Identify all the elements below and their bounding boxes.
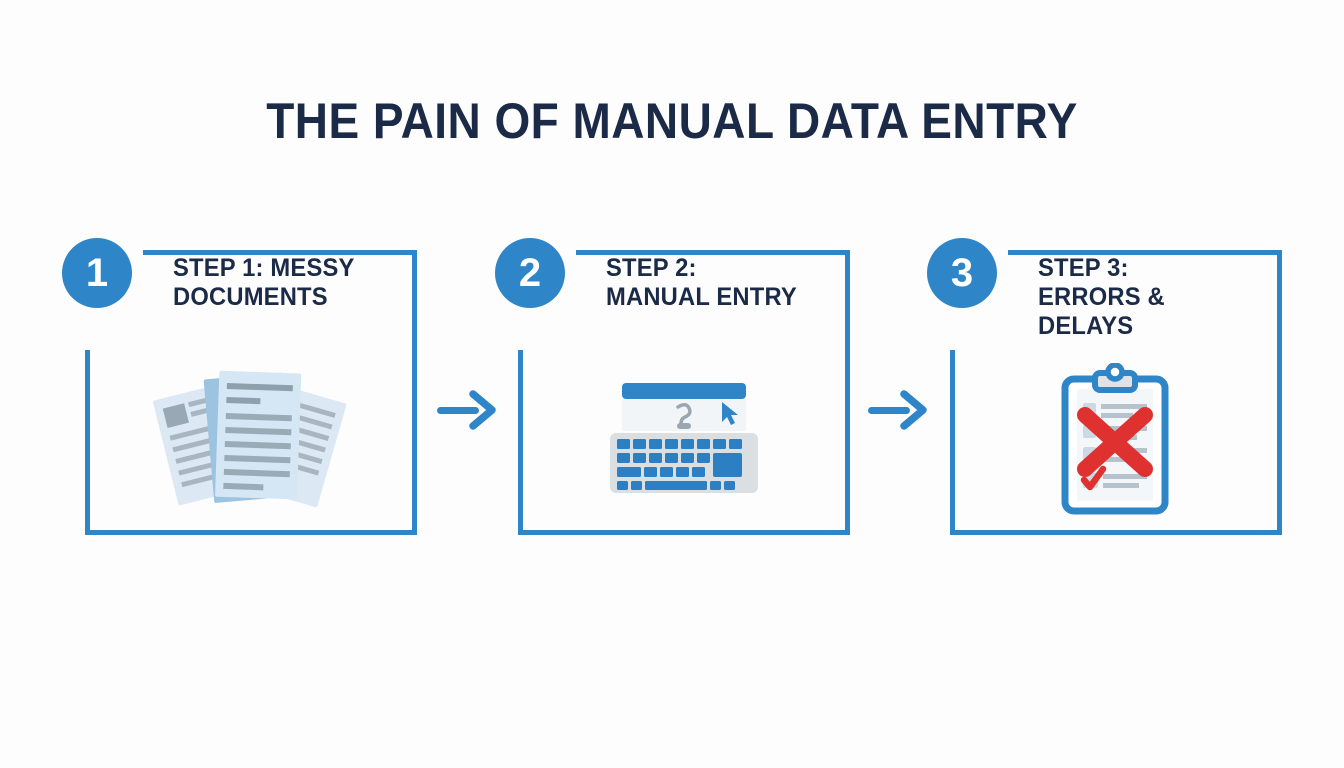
step-label-2-line1: STEP 2: — [606, 254, 697, 282]
card-frame-top — [143, 250, 417, 255]
step-card-3: 3 STEP 3: ERRORS & DELAYS — [927, 238, 1282, 535]
card-frame-left — [950, 350, 955, 535]
step-label-2: STEP 2: MANUAL ENTRY — [606, 254, 834, 312]
step-number-badge-3: 3 — [927, 238, 997, 308]
card-frame-right — [1277, 250, 1282, 535]
clipboard-error-icon — [1061, 362, 1169, 514]
step-label-1-line2: DOCUMENTS — [173, 283, 328, 311]
step-number-1: 1 — [85, 251, 109, 295]
card-frame-top — [1008, 250, 1282, 255]
keyboard-icon — [610, 383, 758, 493]
step-card-2: 2 STEP 2: MANUAL ENTRY — [495, 238, 850, 535]
step-number-2: 2 — [518, 251, 542, 295]
arrow-right-icon-1 — [437, 390, 496, 430]
card-frame-bottom — [950, 530, 1282, 535]
step-card-1: 1 STEP 1: MESSY DOCUMENTS — [62, 238, 417, 535]
step-number-3: 3 — [950, 251, 974, 295]
card-frame-right — [412, 250, 417, 535]
arrow-right-icon-2 — [868, 390, 927, 430]
card-frame-left — [518, 350, 523, 535]
step-label-3: STEP 3: ERRORS & DELAYS — [1038, 254, 1266, 341]
step-art-1 — [85, 355, 417, 525]
step-number-badge-1: 1 — [62, 238, 132, 308]
step-label-3-line2: ERRORS & DELAYS — [1038, 283, 1165, 340]
card-frame-right — [845, 250, 850, 535]
card-frame-bottom — [518, 530, 850, 535]
step-number-badge-2: 2 — [495, 238, 565, 308]
step-label-1: STEP 1: MESSY DOCUMENTS — [173, 254, 401, 312]
step-art-2 — [518, 355, 850, 525]
stacked-documents-icon — [153, 370, 347, 508]
card-frame-left — [85, 350, 90, 535]
card-frame-top — [576, 250, 850, 255]
step-label-3-line1: STEP 3: — [1038, 254, 1129, 282]
step-label-2-line2: MANUAL ENTRY — [606, 283, 797, 311]
card-frame-bottom — [85, 530, 417, 535]
step-label-1-line1: STEP 1: MESSY — [173, 254, 355, 282]
page-title: THE PAIN OF MANUAL DATA ENTRY — [266, 93, 1078, 149]
step-art-3 — [950, 355, 1282, 525]
